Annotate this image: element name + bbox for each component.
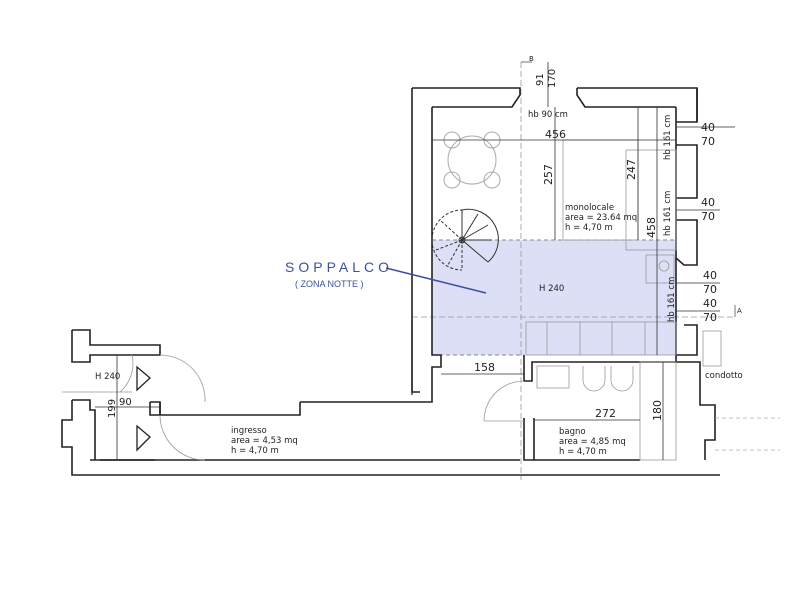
dimension-lines xyxy=(95,62,735,460)
window-side-hb-2: hb 161 cm xyxy=(663,190,673,236)
mezzanine-title: SOPPALCO xyxy=(285,259,393,275)
section-a-marker: A xyxy=(737,307,742,315)
mezzanine-height: H 240 xyxy=(539,284,565,294)
dim-win3-70: 70 xyxy=(703,283,717,296)
dim-win4-40: 40 xyxy=(703,297,717,310)
room-bagno-name: bagno xyxy=(559,427,586,437)
room-ingresso-name: ingresso xyxy=(231,426,267,436)
dim-247: 247 xyxy=(625,159,638,180)
dim-199: 199 xyxy=(107,398,118,418)
dim-272: 272 xyxy=(595,407,616,420)
dim-win4-70: 70 xyxy=(703,311,717,324)
spiral-staircase xyxy=(431,208,499,271)
room-ingresso: ingresso area = 4,53 mq h = 4,70 m xyxy=(231,426,298,456)
dim-458: 458 xyxy=(645,217,658,238)
walls xyxy=(61,87,720,476)
dim-90: 90 xyxy=(119,397,132,408)
dim-91: 91 xyxy=(535,73,546,86)
window-side-hb-3: hb 161 cm xyxy=(667,276,677,322)
entry-height-label: H 240 xyxy=(95,372,121,382)
soppalco-leader-line xyxy=(385,267,487,294)
window-top-hb: hb 90 cm xyxy=(528,110,568,120)
room-ingresso-height: h = 4,70 m xyxy=(231,446,279,456)
room-bagno-height: h = 4,70 m xyxy=(559,447,607,457)
room-bagno-area: area = 4,85 mq xyxy=(559,437,626,447)
dim-win2-40: 40 xyxy=(701,196,715,209)
mezzanine-area xyxy=(432,240,676,355)
dim-158: 158 xyxy=(474,361,495,374)
doors xyxy=(62,354,525,461)
dim-456: 456 xyxy=(545,128,566,141)
dim-180: 180 xyxy=(651,400,664,421)
mezzanine-subtitle: ( ZONA NOTTE ) xyxy=(295,279,364,289)
room-monolocale-area: area = 23.64 mq xyxy=(565,213,638,223)
condotto-label: condotto xyxy=(705,371,743,381)
dim-170: 170 xyxy=(547,68,558,88)
window-side-hb-1: hb 161 cm xyxy=(663,114,673,160)
dim-win1-40: 40 xyxy=(701,121,715,134)
dim-win2-70: 70 xyxy=(701,210,715,223)
room-ingresso-area: area = 4,53 mq xyxy=(231,436,298,446)
room-monolocale-name: monolocale xyxy=(565,203,615,213)
dim-257: 257 xyxy=(542,164,555,185)
section-b-marker: B xyxy=(529,55,534,63)
dim-win3-40: 40 xyxy=(703,269,717,282)
dim-win1-70: 70 xyxy=(701,135,715,148)
room-bagno: bagno area = 4,85 mq h = 4,70 m xyxy=(559,427,626,457)
room-monolocale: monolocale area = 23.64 mq h = 4,70 m xyxy=(565,203,637,233)
room-monolocale-height: h = 4,70 m xyxy=(565,223,613,233)
